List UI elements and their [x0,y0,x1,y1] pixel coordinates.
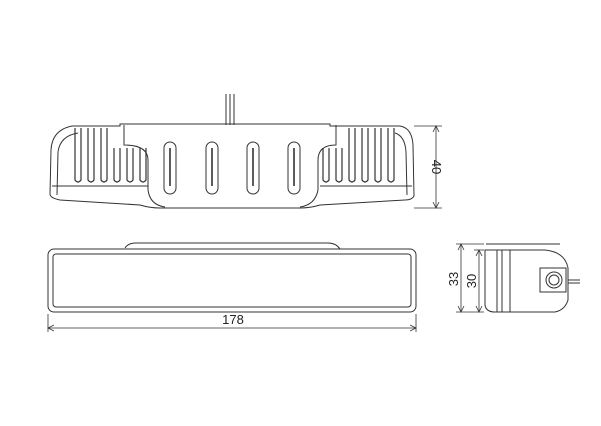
dimension-length-label: 178 [222,312,244,327]
dimension-side-inner-label: 30 [464,274,479,288]
top-view [49,94,442,209]
dimension-height-label: 40 [429,160,444,174]
side-view [456,243,580,313]
dimension-side-outer-label: 33 [446,272,461,286]
front-view [47,242,417,332]
